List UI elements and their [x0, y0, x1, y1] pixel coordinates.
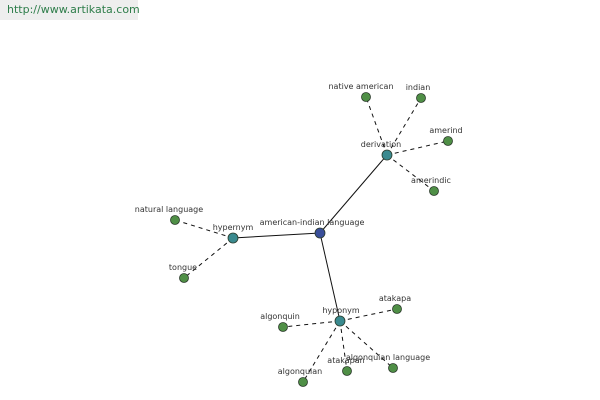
node-label-hyponym[interactable]: hyponym: [322, 306, 360, 315]
node-label-amerind[interactable]: amerind: [429, 126, 462, 135]
edge-root-hypernym: [232, 232, 321, 239]
node-label-hypernym[interactable]: hypernym: [213, 223, 254, 232]
edge-root-derivation: [319, 154, 388, 234]
edge-derivation-amerindic: [386, 154, 435, 192]
edge-derivation-native-american: [365, 96, 388, 156]
node-label-amerindic[interactable]: amerindic: [411, 176, 451, 185]
node-algonquin[interactable]: [278, 322, 288, 332]
edge-hyponym-algonquian-language: [339, 320, 394, 369]
graph-nodes: [170, 92, 453, 387]
node-label-algonquian[interactable]: algonquian: [278, 367, 323, 376]
graph-edges: [174, 96, 449, 383]
graph-labels: native american indian amerind amerindic nat…: [135, 82, 463, 376]
edge-hypernym-natural-language: [174, 219, 234, 239]
node-label-derivation[interactable]: derivation: [361, 140, 401, 149]
edge-hyponym-algonquian: [302, 320, 341, 383]
node-label-root[interactable]: american-indian language: [260, 218, 365, 227]
node-algonquian-language[interactable]: [388, 363, 398, 373]
site-url-banner[interactable]: http://www.artikata.com: [0, 0, 140, 20]
node-natural-language[interactable]: [170, 215, 180, 225]
node-label-tongue[interactable]: tongue: [169, 263, 197, 272]
edge-derivation-amerind: [386, 140, 449, 156]
node-tongue[interactable]: [179, 273, 189, 283]
node-label-atakapan[interactable]: atakapan: [327, 356, 364, 365]
node-atakapan[interactable]: [342, 366, 352, 376]
node-root[interactable]: [314, 227, 326, 239]
node-native-american[interactable]: [361, 92, 371, 102]
node-hyponym[interactable]: [334, 315, 346, 327]
node-label-natural-language[interactable]: natural language: [135, 205, 203, 214]
node-amerind[interactable]: [443, 136, 453, 146]
node-derivation[interactable]: [381, 149, 393, 161]
edge-derivation-indian: [386, 97, 422, 156]
node-atakapa[interactable]: [392, 304, 402, 314]
node-amerindic[interactable]: [429, 186, 439, 196]
edge-hyponym-atakapan: [339, 320, 348, 372]
node-hypernym[interactable]: [227, 232, 239, 244]
edge-hyponym-atakapa: [339, 308, 398, 322]
edge-root-hyponym: [319, 232, 341, 322]
node-label-atakapa[interactable]: atakapa: [379, 294, 411, 303]
edge-hypernym-tongue: [183, 237, 234, 279]
node-label-indian[interactable]: indian: [406, 83, 431, 92]
node-label-algonquin[interactable]: algonquin: [260, 312, 300, 321]
edge-hyponym-algonquin: [282, 320, 341, 328]
node-algonquian[interactable]: [298, 377, 308, 387]
node-label-native-american[interactable]: native american: [328, 82, 393, 91]
node-label-algonquian-language[interactable]: algonquian language: [346, 353, 430, 362]
node-indian[interactable]: [416, 93, 426, 103]
